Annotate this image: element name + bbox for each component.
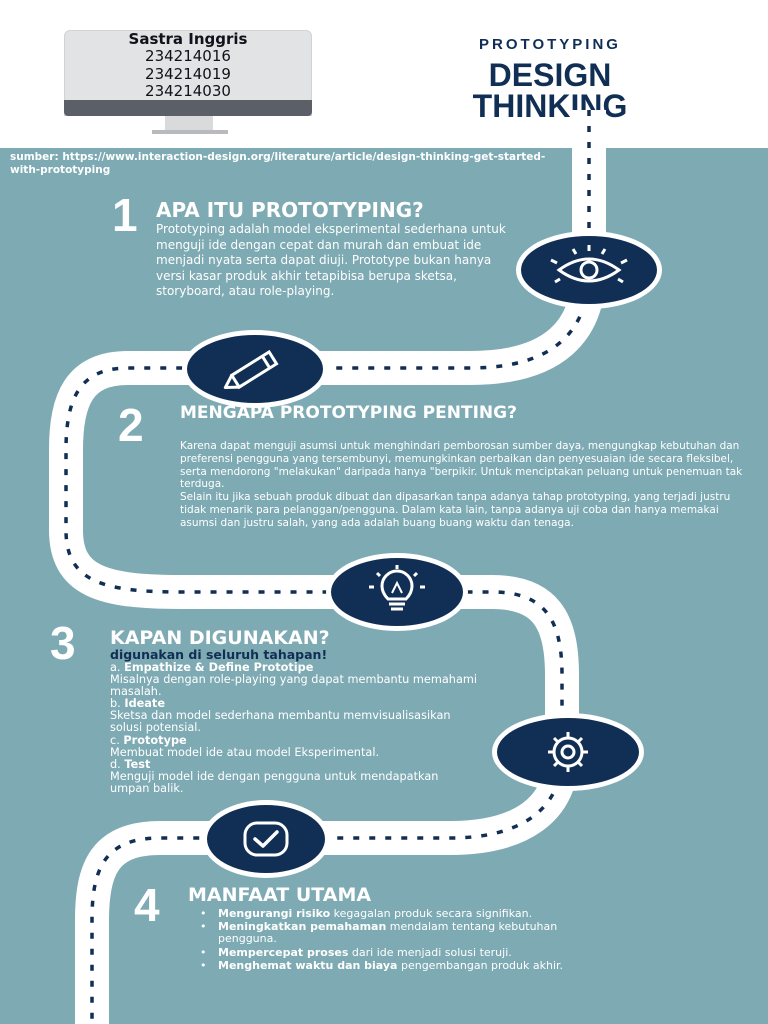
- source-link[interactable]: sumber: https://www.interaction-design.o…: [10, 151, 546, 176]
- section-number: 2: [118, 399, 144, 451]
- benefit-item: Mempercepat proses dari ide menjadi solu…: [198, 945, 578, 959]
- section-heading: APA ITU PROTOTYPING?: [156, 198, 424, 222]
- benefit-item: Mengurangi risiko kegagalan produk secar…: [198, 907, 578, 920]
- eye-icon: [550, 245, 628, 284]
- stage-name: Test: [124, 757, 151, 771]
- stage-prefix: d.: [110, 757, 121, 771]
- stage-item: b. Ideate Sketsa dan model sederhana mem…: [110, 698, 480, 734]
- group-info: Sastra Inggris 234214016 234214019 23421…: [64, 31, 312, 101]
- section-number: 1: [112, 189, 138, 241]
- pencil-icon: [223, 349, 279, 390]
- monitor-stand: [165, 116, 213, 132]
- section-heading: MENGAPA PROTOTYPING PENTING?: [180, 403, 517, 423]
- stage-prefix: b.: [110, 697, 121, 711]
- benefit-rest: dari ide menjadi solusi teruji.: [348, 945, 512, 959]
- lightbulb-icon: [369, 565, 425, 611]
- stage-item: d. Test Menguji model ide dengan penggun…: [110, 757, 480, 795]
- stage-prefix: c.: [110, 733, 120, 747]
- stage-name: Ideate: [124, 697, 165, 711]
- benefit-key: Mengurangi risiko: [218, 907, 331, 920]
- benefit-key: Mempercepat proses: [218, 945, 349, 959]
- section-subheading: digunakan di seluruh tahapan!: [110, 647, 328, 662]
- title-line: DESIGN: [488, 57, 612, 93]
- benefit-list: Mengurangi risiko kegagalan produk secar…: [198, 907, 578, 972]
- benefit-rest: mendalam tentang kebutuhan pengguna.: [218, 920, 558, 946]
- benefit-rest: kegagalan produk secara signifikan.: [330, 907, 533, 920]
- header: Sastra Inggris 234214016 234214019 23421…: [0, 0, 768, 148]
- title-kicker: PROTOTYPING: [479, 36, 621, 53]
- stage-name: Empathize & Define Prototipe: [124, 661, 314, 674]
- stage-desc: Misalnya dengan role-playing yang dapat …: [110, 673, 478, 699]
- road-node-check: [202, 800, 330, 878]
- road-node-gear: [492, 713, 644, 791]
- paragraph: Selain itu jika sebuah produk dibuat dan…: [180, 491, 731, 529]
- gear-icon: [548, 732, 588, 772]
- benefit-item: Menghemat waktu dan biaya pengembangan p…: [198, 958, 578, 972]
- benefit-rest: pengembangan produk akhir.: [397, 958, 564, 972]
- stage-prefix: a.: [110, 661, 121, 674]
- section-body: Mengurangi risiko kegagalan produk secar…: [198, 907, 578, 973]
- page-title: PROTOTYPING DESIGN THINKING: [412, 36, 688, 122]
- section-heading: MANFAAT UTAMA: [188, 884, 372, 906]
- section-body: Prototyping adalah model eksperimental s…: [156, 222, 506, 299]
- section-number: 3: [50, 617, 76, 669]
- stage-desc: Membuat model ide atau model Eksperiment…: [110, 745, 380, 759]
- section-body: digunakan di seluruh tahapan! a. Empathi…: [110, 648, 480, 795]
- paragraph: Karena dapat menguji asumsi untuk menghi…: [180, 440, 743, 491]
- road-node-eye: [516, 231, 662, 309]
- monitor-base: [152, 130, 228, 134]
- benefit-key: Meningkatkan pemahaman: [218, 920, 387, 934]
- road-node-pencil: [182, 330, 328, 408]
- title-main: DESIGN THINKING: [412, 57, 688, 122]
- stage-item: a. Empathize & Define Prototipe Misalnya…: [110, 661, 480, 699]
- stage-desc: Menguji model ide dengan pengguna untuk …: [110, 769, 439, 795]
- section-body: Karena dapat menguji asumsi untuk menghi…: [180, 440, 750, 530]
- road-node-bulb: [326, 553, 468, 631]
- monitor-bezel: [64, 100, 312, 116]
- student-id: 234214019: [145, 64, 231, 83]
- benefit-item: Meningkatkan pemahaman mendalam tentang …: [198, 920, 578, 946]
- stage-name: Prototype: [123, 733, 187, 747]
- section-number: 4: [134, 879, 160, 931]
- benefit-key: Menghemat waktu dan biaya: [218, 958, 398, 972]
- section-heading: KAPAN DIGUNAKAN?: [110, 627, 330, 649]
- student-id: 234214030: [145, 82, 231, 100]
- stage-item: c. Prototype Membuat model ide atau mode…: [110, 733, 480, 759]
- stage-desc: Sketsa dan model sederhana membantu memv…: [110, 709, 451, 735]
- student-id: 234214016: [145, 47, 231, 65]
- check-icon: [243, 821, 289, 857]
- group-name: Sastra Inggris: [128, 30, 248, 48]
